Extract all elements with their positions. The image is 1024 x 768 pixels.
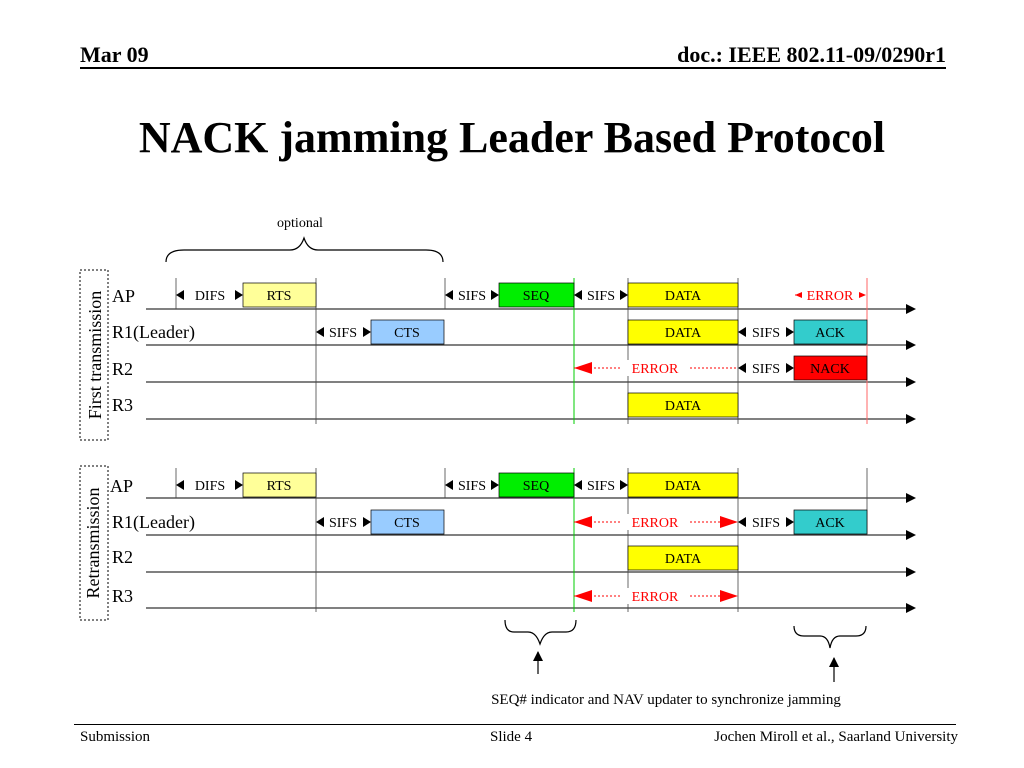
- footer-rule: [74, 724, 956, 725]
- ack-frame: [793, 509, 868, 535]
- sifs-label: SIFS: [752, 326, 780, 341]
- sifs-label: SIFS: [458, 479, 486, 494]
- header-date: Mar 09: [80, 42, 149, 67]
- difs-label: DIFS: [195, 479, 225, 494]
- error-label: ERROR: [632, 590, 679, 605]
- sifs-label: SIFS: [458, 289, 486, 304]
- annotation-text: SEQ# indicator and NAV updater to synchr…: [491, 692, 841, 708]
- footer-slide-number: Slide 4: [490, 729, 533, 745]
- ack-brace: [793, 625, 867, 649]
- seq-label: SEQ: [523, 479, 549, 494]
- sifs-label: SIFS: [752, 362, 780, 377]
- header-doc-id: doc.: IEEE 802.11-09/0290r1: [677, 42, 946, 67]
- error-label: ERROR: [632, 362, 679, 377]
- ack-label: ACK: [815, 516, 845, 531]
- error-label: ERROR: [632, 516, 679, 531]
- sifs-label: SIFS: [329, 326, 357, 341]
- row-label-r3-retrans: R3: [112, 586, 133, 606]
- sifs-label: SIFS: [329, 516, 357, 531]
- nack-label: NACK: [810, 362, 850, 377]
- data-frame: [627, 392, 739, 418]
- data-label: DATA: [665, 399, 702, 414]
- row-label-r3-first: R3: [112, 395, 133, 415]
- cts-frame: [370, 319, 445, 345]
- retransmission-label: Retransmission: [83, 488, 103, 599]
- slide-title: NACK jamming Leader Based Protocol: [138, 113, 886, 162]
- cts-label: CTS: [394, 326, 420, 341]
- data-label: DATA: [665, 479, 702, 494]
- rts-label: RTS: [267, 479, 292, 494]
- nack-frame: [793, 355, 868, 381]
- cts-label: CTS: [394, 516, 420, 531]
- row-label-r2-retrans: R2: [112, 547, 133, 567]
- first-transmission-label: First transmission: [85, 291, 105, 420]
- data-frame: [627, 319, 739, 345]
- seq-brace: [504, 619, 577, 646]
- row-label-r1-first: R1(Leader): [112, 322, 195, 343]
- sifs-label: SIFS: [752, 516, 780, 531]
- ack-label: ACK: [815, 326, 845, 341]
- optional-brace: [165, 236, 444, 263]
- first-transmission-box: [79, 269, 109, 441]
- data-frame: [627, 545, 739, 571]
- retransmission-box: [79, 465, 109, 621]
- footer-submission: Submission: [80, 729, 151, 745]
- row-label-r1-retrans: R1(Leader): [112, 512, 195, 533]
- data-label: DATA: [665, 326, 702, 341]
- timeline-axes: [146, 304, 916, 613]
- sifs-label: SIFS: [587, 479, 615, 494]
- seq-frame: [498, 472, 575, 498]
- cts-frame: [370, 509, 445, 535]
- data-label: DATA: [665, 552, 702, 567]
- data-frame: [627, 472, 739, 498]
- error-label: ERROR: [807, 289, 854, 304]
- rts-frame: [242, 282, 317, 308]
- seq-label: SEQ: [523, 289, 549, 304]
- rts-frame: [242, 472, 317, 498]
- row-label-ap-first: AP: [112, 286, 135, 306]
- row-label-ap-retrans: AP: [110, 476, 133, 496]
- data-label: DATA: [665, 289, 702, 304]
- row-label-r2-first: R2: [112, 359, 133, 379]
- difs-label: DIFS: [195, 289, 225, 304]
- footer-authors: Jochen Miroll et al., Saarland Universit…: [714, 729, 958, 745]
- rts-label: RTS: [267, 289, 292, 304]
- optional-label: optional: [277, 216, 323, 231]
- seq-frame: [498, 282, 575, 308]
- sifs-label: SIFS: [587, 289, 615, 304]
- header-rule: [80, 67, 946, 69]
- ack-frame: [793, 319, 868, 345]
- data-frame: [627, 282, 739, 308]
